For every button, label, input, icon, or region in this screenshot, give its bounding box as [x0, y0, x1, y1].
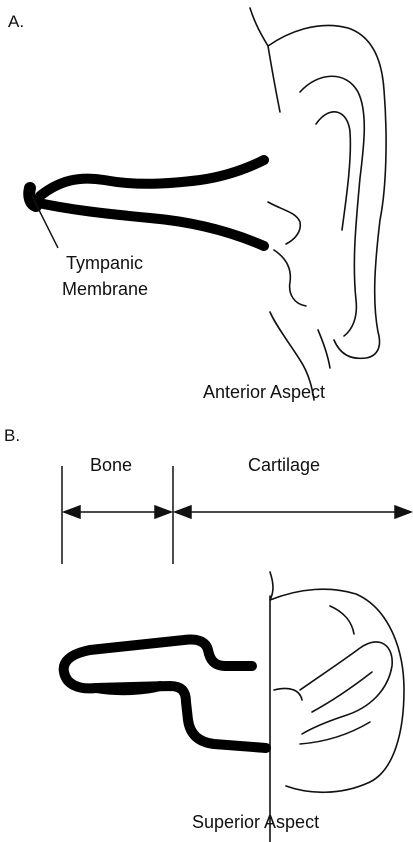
bone-label: Bone: [90, 455, 132, 475]
tragus: [274, 250, 306, 306]
auricle-superior: [270, 572, 404, 842]
panel-a-drawing: [29, 8, 386, 400]
bone-arrowhead-right: [155, 506, 171, 518]
superior-antihelix: [300, 642, 392, 734]
dimension-arrows: [62, 466, 411, 564]
superior-small-curve: [330, 606, 354, 634]
antihelix: [300, 76, 364, 336]
superior-inner-ridge: [312, 672, 372, 712]
canal-lower-wall: [34, 202, 264, 246]
panel-b-drawing: [62, 466, 411, 842]
cartilage-label: Cartilage: [248, 455, 320, 475]
cartilage-arrowhead-left: [175, 506, 191, 518]
cartilage-arrowhead-right: [395, 506, 411, 518]
inner-fold: [316, 112, 350, 230]
tympanic-membrane-label-line1: Tympanic: [66, 253, 143, 273]
canal-inner-hook: [96, 686, 160, 690]
superior-concha: [274, 688, 302, 700]
superior-aspect-label: Superior Aspect: [192, 812, 319, 832]
ear-canal-superior: [64, 639, 266, 748]
canal-upper-wall: [40, 160, 264, 196]
superior-helix-outline: [270, 589, 404, 792]
lobule-line-right: [318, 330, 330, 368]
panel-a-letter: A.: [8, 12, 24, 32]
panel-b-letter: B.: [4, 426, 20, 446]
crus-line: [268, 46, 280, 112]
ear-canal-anterior: [29, 160, 264, 246]
superior-lower-fold: [300, 722, 370, 744]
canal-outer-loop: [64, 639, 266, 748]
bone-arrowhead-left: [64, 506, 80, 518]
auricle-anterior: [250, 8, 386, 400]
tympanic-membrane-label-line2: Membrane: [62, 279, 148, 299]
concha-ridge: [268, 202, 300, 244]
anterior-aspect-label: Anterior Aspect: [203, 382, 325, 402]
